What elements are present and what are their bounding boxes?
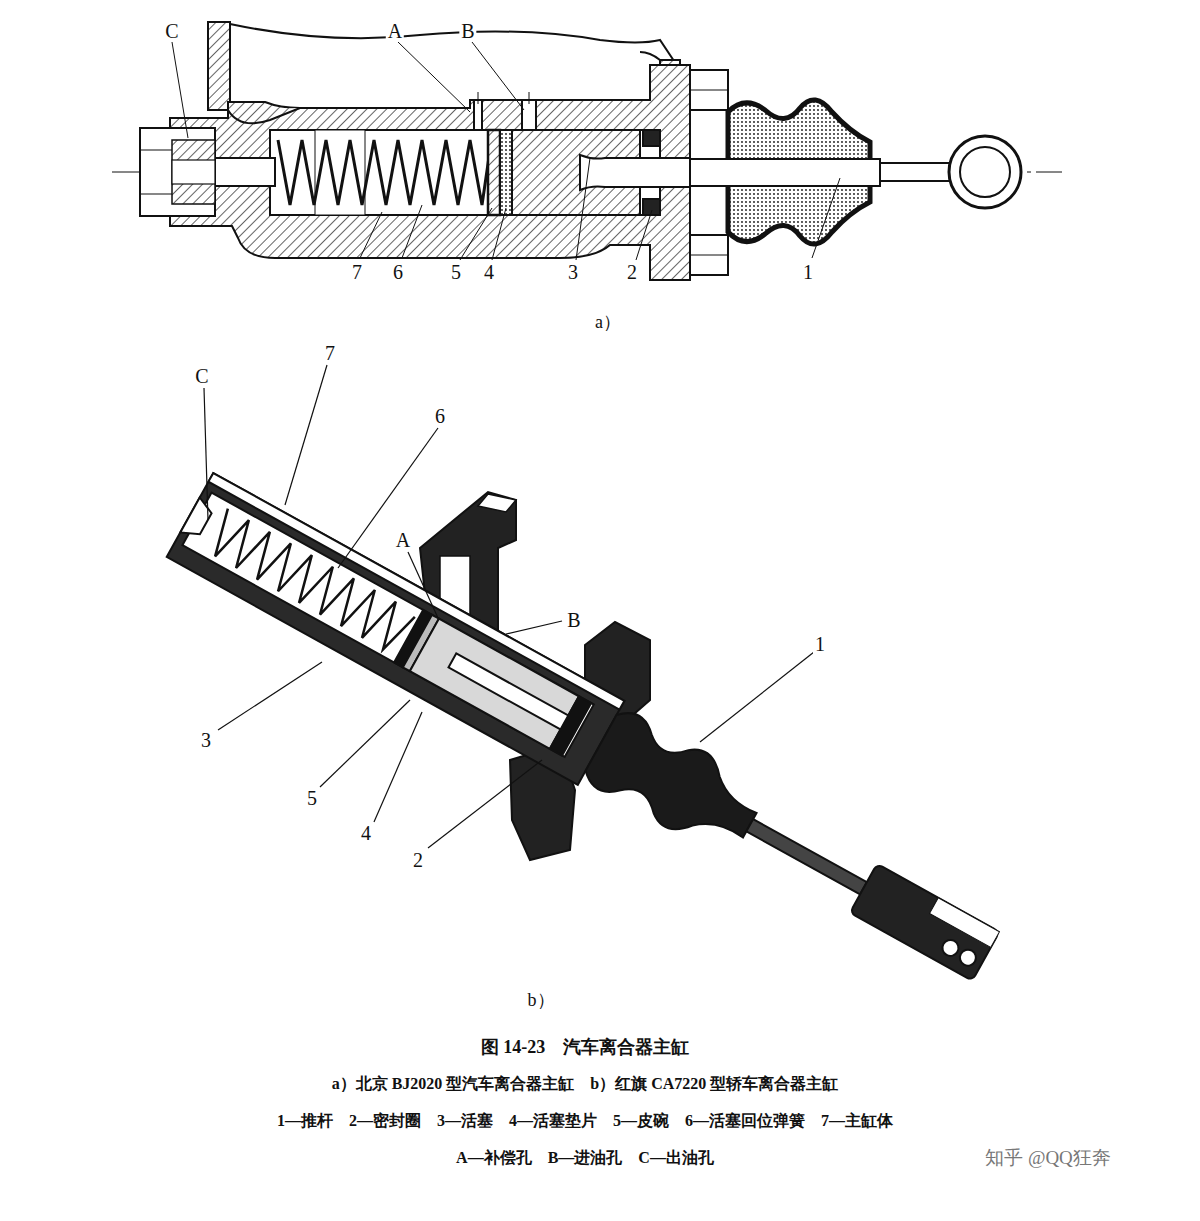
callout-number: 5 [305, 787, 319, 809]
callout-number: 5 [449, 261, 463, 283]
callout-number: 7 [350, 261, 364, 283]
callout-number: 2 [625, 261, 639, 283]
figure-title: 图 14-23 汽车离合器主缸 [479, 1038, 692, 1058]
caption-line: A—补偿孔 B—进油孔 C—出油孔 [454, 1149, 716, 1167]
callout-number: 4 [482, 261, 496, 283]
sub-figure-label: a） [593, 313, 623, 333]
callout-number: 6 [391, 261, 405, 283]
part-letter: B [459, 20, 476, 42]
sub-figure-label: b） [526, 991, 557, 1011]
figure-a [112, 22, 1062, 280]
callout-number: 7 [323, 342, 337, 364]
part-letter: C [193, 365, 210, 387]
caption-line: 1—推杆 2—密封圈 3—活塞 4—活塞垫片 5—皮碗 6—活塞回位弹簧 7—主… [275, 1112, 895, 1130]
part-letter: C [163, 20, 180, 42]
callout-number: 2 [411, 849, 425, 871]
callout-number: 4 [359, 822, 373, 844]
part-letter: B [565, 609, 582, 631]
part-letter: A [394, 529, 412, 551]
callout-number: 3 [566, 261, 580, 283]
callout-number: 6 [433, 405, 447, 427]
callout-number: 1 [813, 633, 827, 655]
callout-number: 3 [199, 729, 213, 751]
part-letter: A [386, 20, 404, 42]
callout-number: 1 [801, 261, 815, 283]
figure-b [167, 365, 1009, 998]
caption-line: a）北京 BJ2020 型汽车离合器主缸 b）红旗 CA7220 型轿车离合器主… [330, 1075, 841, 1093]
watermark: 知乎 @QQ狂奔 [983, 1148, 1113, 1169]
